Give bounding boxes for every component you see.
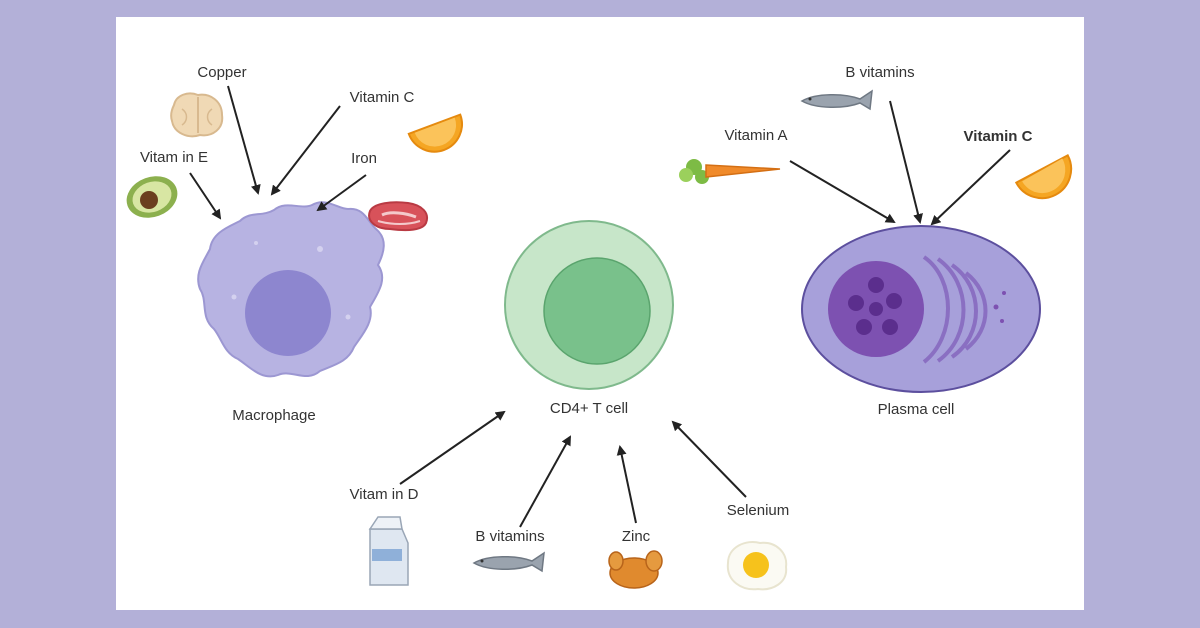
carrot-icon (679, 159, 781, 184)
label-vitamin-e: Vitam in E (140, 149, 208, 166)
orange-slice-icon (407, 113, 463, 153)
label-b-vitamins-top: B vitamins (845, 64, 914, 81)
label-zinc: Zinc (622, 528, 651, 545)
arrow-selenium (671, 420, 747, 498)
t-cell (504, 220, 674, 390)
orange-slice-icon (1014, 154, 1073, 200)
t-cell-label: CD4+ T cell (550, 400, 628, 417)
fish-icon (472, 551, 545, 573)
milk-carton-icon (368, 516, 409, 586)
label-copper: Copper (197, 64, 246, 81)
steak-icon (368, 201, 428, 232)
arrow-vitamin-c-left (270, 105, 341, 196)
diagram-card: Macrophage CD4+ T cell Plasma cell (116, 17, 1084, 610)
arrow-copper (227, 85, 261, 195)
label-iron: Iron (351, 150, 377, 167)
macrophage-cell (197, 201, 385, 378)
fried-egg-icon (726, 541, 788, 591)
label-vitamin-c-left: Vitamin C (350, 89, 415, 106)
plasma-cell-label: Plasma cell (878, 401, 955, 418)
avocado-icon (126, 176, 178, 218)
arrow-vitamin-d (399, 410, 506, 485)
arrow-vitamin-e (189, 172, 222, 220)
label-selenium: Selenium (727, 502, 790, 519)
nutrition-immune-diagram: Macrophage CD4+ T cell Plasma cell (126, 64, 1073, 591)
arrow-b-vitamins-bottom (519, 435, 571, 528)
roast-chicken-icon (608, 550, 663, 589)
arrow-b-vitamins-top (889, 100, 923, 224)
t-cell-nucleus (543, 257, 651, 365)
label-vitamin-c-right: Vitamin C (964, 128, 1033, 145)
walnut-icon (170, 92, 224, 138)
fish-icon (800, 89, 873, 111)
macrophage-label: Macrophage (232, 407, 315, 424)
plasma-cell (801, 225, 1041, 393)
arrow-vitamin-c-right (930, 149, 1011, 226)
label-vitamin-d: Vitam in D (350, 486, 419, 503)
arrows (189, 85, 1011, 528)
macrophage-nucleus (245, 270, 331, 356)
arrow-iron (316, 174, 367, 212)
label-vitamin-a: Vitamin A (724, 127, 787, 144)
arrow-vitamin-a (789, 160, 896, 224)
arrow-zinc (616, 445, 637, 524)
label-b-vitamins-bottom: B vitamins (475, 528, 544, 545)
